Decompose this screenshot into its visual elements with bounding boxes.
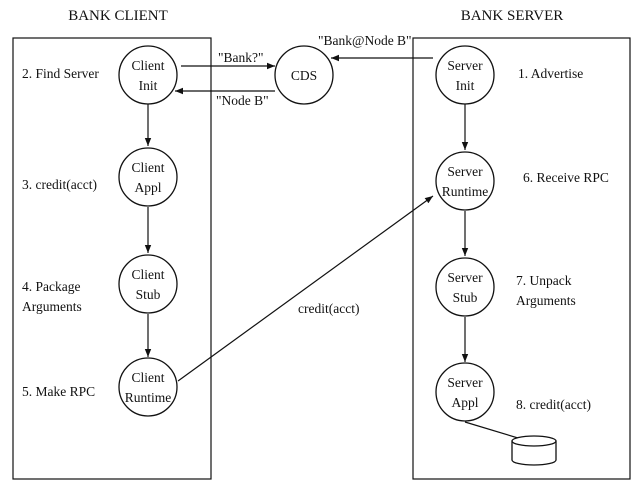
step-receive-rpc: 6. Receive RPC — [523, 170, 609, 185]
text-line: Client — [132, 58, 165, 73]
server-header: BANK SERVER — [461, 8, 564, 24]
text-line: Server — [447, 164, 483, 179]
text-line: Runtime — [125, 390, 172, 405]
text-line: Runtime — [442, 184, 489, 199]
message-rpc-call: credit(acct) — [298, 301, 359, 316]
cds-node: CDS — [274, 45, 334, 105]
text-line: Client — [132, 370, 165, 385]
text-line: Server — [447, 270, 483, 285]
text-line: 7. Unpack — [516, 273, 572, 288]
step-advertise: 1. Advertise — [518, 66, 583, 81]
text-line: Client — [132, 160, 165, 175]
database-icon — [511, 435, 557, 466]
text-line: 5. Make RPC — [22, 384, 95, 399]
text-line: Stub — [453, 290, 478, 305]
step-server-credit: 8. credit(acct) — [516, 397, 591, 412]
text-line: Server — [447, 375, 483, 390]
message-bank-query: "Bank?" — [218, 50, 264, 65]
server-frame — [412, 37, 631, 480]
client-header: BANK CLIENT — [68, 8, 168, 24]
text-line: Arguments — [516, 293, 576, 308]
text-line: 6. Receive RPC — [523, 170, 609, 185]
text-line: Arguments — [22, 299, 82, 314]
arrow-rpc-call — [177, 195, 434, 382]
message-bank-at-node-b: "Bank@Node B" — [318, 33, 412, 48]
message-node-b-reply: "Node B" — [216, 93, 269, 108]
text-line: Appl — [135, 180, 162, 195]
text-line: Init — [456, 78, 475, 93]
step-make-rpc: 5. Make RPC — [22, 384, 95, 399]
text-line: CDS — [291, 68, 317, 83]
text-line: 2. Find Server — [22, 66, 99, 81]
text-line: 8. credit(acct) — [516, 397, 591, 412]
text-line: 3. credit(acct) — [22, 177, 97, 192]
svg-text:CDS: CDS — [291, 68, 317, 83]
text-line: Stub — [136, 287, 161, 302]
text-line: Appl — [452, 395, 479, 410]
text-line: Server — [447, 58, 483, 73]
text-line: Client — [132, 267, 165, 282]
text-line: Init — [139, 78, 158, 93]
step-find-server: 2. Find Server — [22, 66, 99, 81]
text-line: 1. Advertise — [518, 66, 583, 81]
step-credit-call: 3. credit(acct) — [22, 177, 97, 192]
text-line: 4. Package — [22, 279, 80, 294]
client-frame — [12, 37, 212, 480]
